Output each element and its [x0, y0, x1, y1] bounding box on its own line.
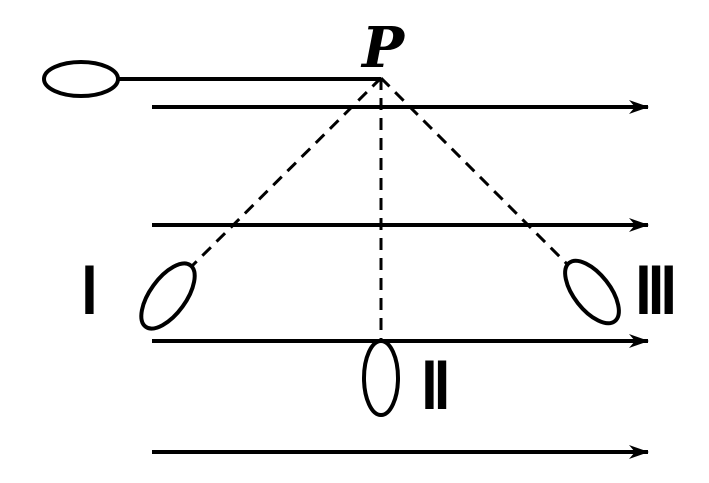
suspension-threads	[188, 76, 570, 342]
thread-to-position-3	[379, 76, 570, 267]
pivot-label: P	[360, 15, 406, 81]
position-2-label: Ⅱ	[420, 351, 452, 422]
ring-position-2	[362, 339, 400, 417]
ring-position-3	[563, 258, 621, 326]
position-1-label: Ⅰ	[80, 256, 99, 327]
ring-position-1	[139, 261, 197, 331]
thread-to-position-1	[188, 76, 383, 270]
position-3-label: Ⅲ	[634, 256, 678, 327]
initial-coil-position	[42, 60, 381, 98]
initial-ring	[42, 60, 120, 98]
